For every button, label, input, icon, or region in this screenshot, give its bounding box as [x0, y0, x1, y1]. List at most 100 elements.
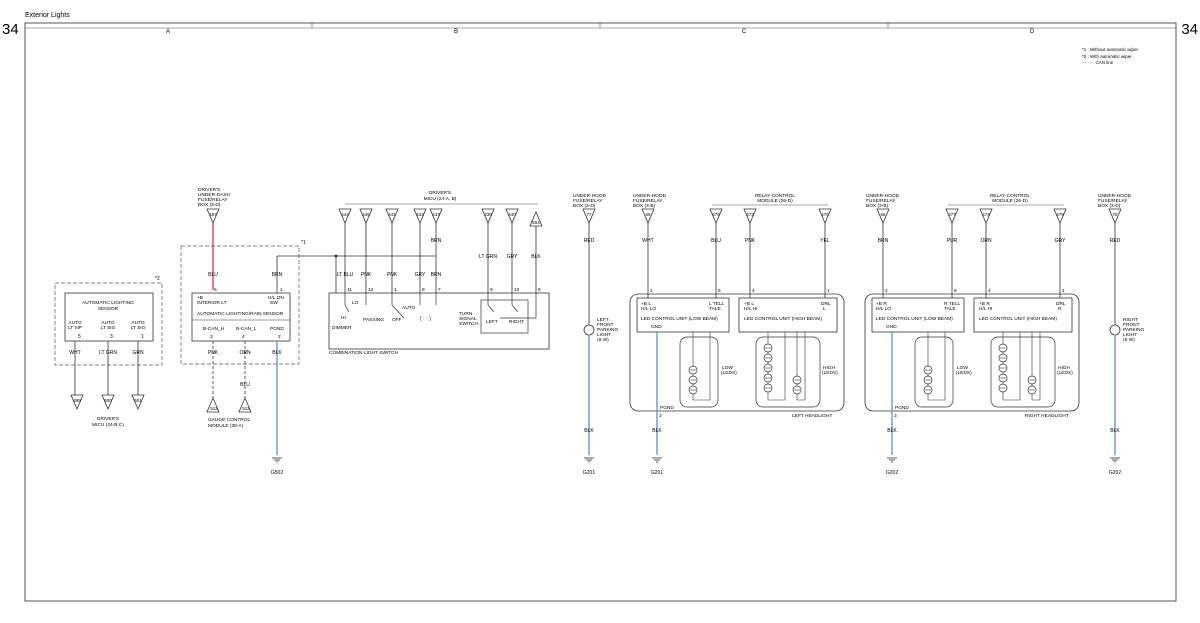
- svg-text:LED CONTROL UNIT (LOW BEAM): LED CONTROL UNIT (LOW BEAM): [876, 316, 953, 322]
- svg-text:RELAY CONTROL: RELAY CONTROL: [755, 193, 795, 199]
- svg-text:H/L LO: H/L LO: [876, 306, 891, 312]
- page-number-right: 34: [1181, 21, 1198, 38]
- svg-text:4: 4: [988, 288, 991, 294]
- svg-text:R: R: [1058, 306, 1062, 312]
- page-number-left: 34: [2, 21, 19, 38]
- svg-text:R TELL: R TELL: [944, 301, 961, 307]
- svg-text:443: 443: [432, 212, 440, 217]
- svg-text:BLK: BLK: [584, 428, 594, 434]
- svg-text:8: 8: [422, 287, 425, 293]
- svg-text:512: 512: [242, 406, 250, 411]
- svg-text:YEL: YEL: [820, 238, 830, 244]
- svg-text:477: 477: [948, 212, 956, 217]
- right-led-high-beam: [973, 297, 1073, 333]
- svg-text:RED: RED: [584, 238, 595, 244]
- svg-text:LT SIG: LT SIG: [131, 325, 146, 331]
- svg-text:LIGHT: LIGHT: [1123, 332, 1137, 338]
- svg-text:10: 10: [514, 287, 520, 293]
- svg-text:LED CONTROL UNIT (LOW BEAM): LED CONTROL UNIT (LOW BEAM): [641, 316, 718, 322]
- svg-text:PNK: PNK: [745, 238, 756, 244]
- svg-text:(LEDS): (LEDS): [1057, 370, 1073, 376]
- svg-text:3: 3: [894, 413, 897, 419]
- auto-lighting-sensor: [64, 292, 154, 342]
- svg-text:(LEDS): (LEDS): [822, 370, 838, 376]
- svg-text:3: 3: [210, 334, 213, 340]
- svg-text:MICU (24-A, B): MICU (24-A, B): [424, 196, 457, 202]
- svg-text:1: 1: [1062, 288, 1065, 294]
- svg-text:UNDER-HOOD: UNDER-HOOD: [866, 193, 900, 199]
- svg-text:5: 5: [954, 288, 957, 294]
- svg-text:(8 W): (8 W): [1123, 337, 1135, 343]
- svg-text:5: 5: [78, 334, 81, 340]
- svg-text:ORN: ORN: [239, 350, 251, 356]
- svg-text:RIGHT: RIGHT: [509, 319, 524, 325]
- svg-text:LEFT HEADLIGHT: LEFT HEADLIGHT: [792, 413, 832, 419]
- svg-text:1: 1: [280, 287, 283, 293]
- svg-text:AUTO: AUTO: [68, 320, 82, 326]
- svg-text:RED: RED: [1110, 238, 1121, 244]
- svg-text:H/L ON: H/L ON: [268, 295, 284, 301]
- svg-text:UNDER-HOOD: UNDER-HOOD: [633, 193, 667, 199]
- svg-text:H/L HI: H/L HI: [744, 306, 757, 312]
- svg-text:DRIVER'S: DRIVER'S: [429, 190, 451, 196]
- svg-text:LT BLU: LT BLU: [337, 272, 354, 278]
- svg-text:UNDER-HOOD: UNDER-HOOD: [573, 193, 607, 199]
- svg-text:FUSE/RELAY: FUSE/RELAY: [866, 198, 896, 204]
- svg-text:PNK: PNK: [208, 350, 219, 356]
- svg-text:G202: G202: [886, 470, 898, 476]
- svg-text:GRY: GRY: [415, 272, 426, 278]
- svg-text:SENSOR: SENSOR: [98, 306, 119, 312]
- svg-text:AUTOMATIC LIGHTING: AUTOMATIC LIGHTING: [82, 300, 134, 306]
- svg-text:G201: G201: [651, 470, 663, 476]
- left-headlight: [629, 293, 845, 412]
- svg-text:+B R: +B R: [979, 301, 990, 307]
- svg-text:BRN: BRN: [272, 272, 283, 278]
- svg-text:439: 439: [484, 212, 492, 217]
- svg-text:BLK: BLK: [1110, 428, 1120, 434]
- svg-text:COMBINATION LIGHT SWITCH: COMBINATION LIGHT SWITCH: [329, 350, 399, 356]
- svg-text:4: 4: [242, 334, 245, 340]
- svg-text:LT GRN: LT GRN: [99, 350, 117, 356]
- svg-text:LIGHT: LIGHT: [597, 332, 611, 338]
- svg-text:AUTO: AUTO: [402, 305, 416, 311]
- svg-text:2: 2: [278, 334, 281, 340]
- svg-text:6: 6: [538, 287, 541, 293]
- svg-text:500: 500: [104, 398, 112, 403]
- svg-text:5: 5: [718, 288, 721, 294]
- svg-text:512: 512: [210, 406, 218, 411]
- svg-text:76: 76: [1112, 212, 1118, 217]
- zone-a: A: [166, 29, 170, 35]
- svg-text:FUSE/RELAY: FUSE/RELAY: [573, 198, 603, 204]
- svg-text:BLK: BLK: [887, 428, 897, 434]
- svg-text:PNK: PNK: [361, 272, 372, 278]
- svg-text:PARKING: PARKING: [597, 327, 619, 333]
- svg-text:LED CONTROL UNIT (HIGH BEAM): LED CONTROL UNIT (HIGH BEAM): [744, 316, 822, 322]
- page-title: Exterior Lights: [25, 12, 70, 19]
- svg-text:RIGHT HEADLIGHT: RIGHT HEADLIGHT: [1025, 413, 1069, 419]
- legend-notes: *1 : Without automatic wiper. *2 : With …: [1082, 47, 1139, 65]
- svg-text:MODULE (26-D): MODULE (26-D): [992, 198, 1028, 204]
- svg-text:479: 479: [1056, 212, 1064, 217]
- svg-text:3: 3: [110, 334, 113, 340]
- zone-c: C: [742, 29, 747, 35]
- svg-text:- - - - : CAN line: - - - - : CAN line: [1082, 60, 1114, 65]
- svg-text:BLK: BLK: [652, 428, 662, 434]
- svg-text:BLU: BLU: [208, 272, 218, 278]
- svg-text:BLU: BLU: [240, 382, 250, 388]
- svg-text:12: 12: [368, 287, 374, 293]
- svg-text:1: 1: [141, 334, 144, 340]
- svg-text:MODULE (26-D): MODULE (26-D): [757, 198, 793, 204]
- svg-text:BRN: BRN: [431, 238, 442, 244]
- svg-text:DRIVER'S: DRIVER'S: [97, 416, 119, 422]
- svg-text:1: 1: [394, 287, 397, 293]
- svg-text:GRY: GRY: [507, 254, 518, 260]
- svg-text:5: 5: [214, 287, 217, 293]
- svg-text:BOX (3-D): BOX (3-D): [573, 203, 596, 209]
- svg-text:BRN: BRN: [878, 238, 889, 244]
- svg-text:9: 9: [490, 287, 493, 293]
- zone-d: D: [1030, 29, 1035, 35]
- svg-text:BOX (3-D): BOX (3-D): [1098, 203, 1121, 209]
- svg-text:SWITCH: SWITCH: [459, 321, 478, 327]
- svg-text:UNDER-DASH: UNDER-DASH: [198, 192, 231, 198]
